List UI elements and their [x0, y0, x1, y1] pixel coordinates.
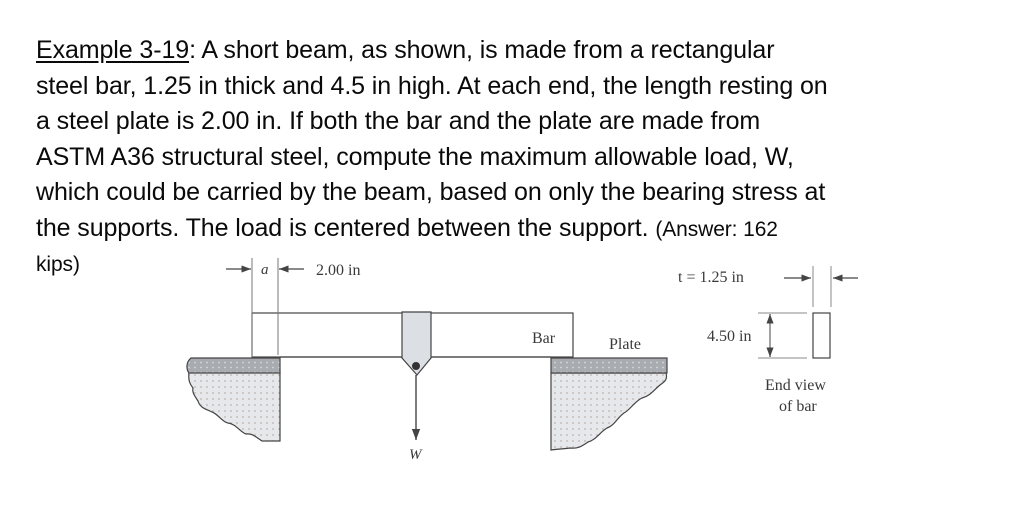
problem-statement: Example 3-19: A short beam, as shown, is…	[36, 33, 996, 283]
answer-open: (Answer: 162	[655, 217, 778, 241]
example-heading: Example 3-19	[36, 36, 190, 64]
problem-line-3: a steel plate is 2.00 in. If both the ba…	[36, 107, 761, 135]
left-support-plate	[186, 357, 281, 442]
answer-close: kips)	[36, 253, 80, 276]
load-application: W	[401, 311, 432, 463]
problem-line-4: ASTM A36 structural steel, compute the m…	[36, 142, 794, 171]
dim-length-label: 2.00 in	[316, 262, 360, 279]
right-support-plate	[550, 357, 668, 451]
problem-line-6: the supports. The load is centered betwe…	[36, 211, 996, 248]
problem-line-5: which could be carried by the beam, base…	[36, 178, 826, 206]
end-view-label-1: End view	[765, 377, 826, 394]
thickness-label: t = 1.25 in	[678, 269, 744, 286]
end-view-of-bar: t = 1.25 in 4.50 in End view of bar	[678, 266, 858, 415]
bearing-length-dimension: a 2.00 in	[226, 258, 360, 357]
problem-text-6: the supports. The load is centered betwe…	[36, 213, 656, 242]
end-view-rectangle	[812, 312, 831, 359]
load-label: W	[409, 447, 423, 463]
problem-line-1: Example 3-19: A short beam, as shown, is…	[36, 33, 996, 69]
height-label: 4.50 in	[707, 328, 751, 345]
plate-label: Plate	[609, 336, 641, 353]
heading-separator: :	[189, 36, 196, 64]
problem-text-1: A short beam, as shown, is made from a r…	[195, 36, 775, 64]
bar-label: Bar	[532, 330, 556, 347]
end-view-label-2: of bar	[779, 398, 817, 415]
dim-a-label: a	[261, 262, 269, 278]
problem-line-2: steel bar, 1.25 in thick and 4.5 in high…	[36, 71, 828, 100]
